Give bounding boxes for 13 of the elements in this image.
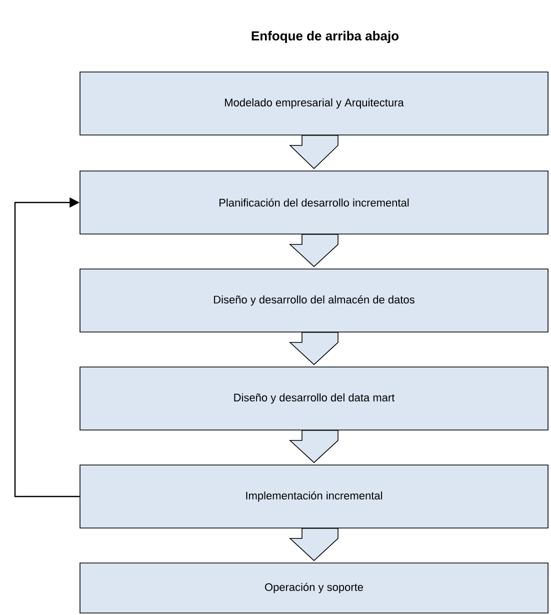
process-box: Operación y soporte xyxy=(80,562,548,614)
title: Enfoque de arriba abajo xyxy=(252,30,399,44)
feedback-arrow xyxy=(14,197,80,498)
process-box: Modelado empresarial y Arquitectura xyxy=(80,72,548,136)
process-box: Diseño y desarrollo del data mart xyxy=(80,366,548,430)
process-box: Planificación del desarrollo incremental xyxy=(80,170,548,234)
process-box: Implementación incremental xyxy=(80,464,548,528)
block-arrow xyxy=(289,135,338,170)
process-box: Diseño y desarrollo del almacén de datos xyxy=(80,268,548,332)
block-arrow xyxy=(288,234,338,268)
block-arrow xyxy=(288,332,338,366)
block-arrow xyxy=(288,430,338,464)
block-arrow xyxy=(288,528,338,562)
